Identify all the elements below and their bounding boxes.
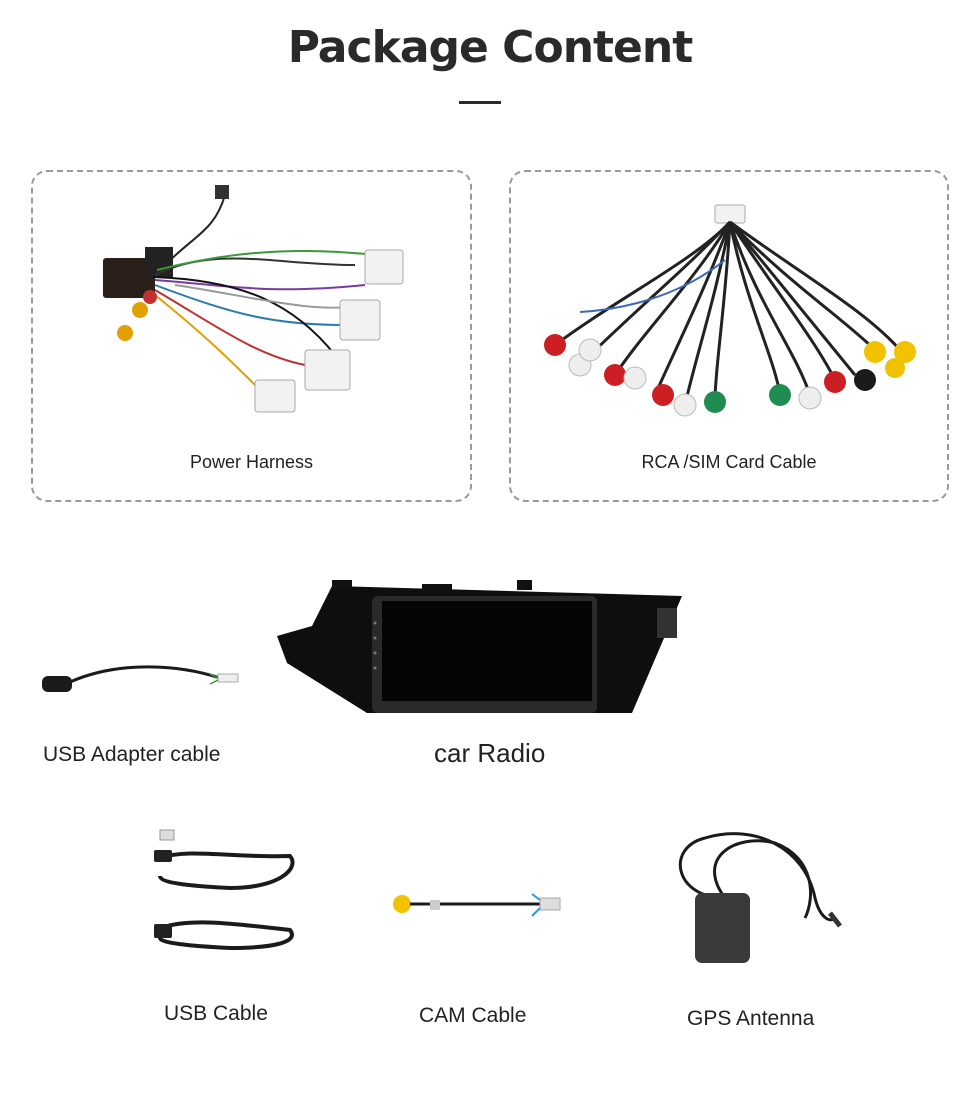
usb-cable-label: USB Cable — [164, 1002, 268, 1025]
usb-adapter-label: USB Adapter cable — [43, 743, 221, 766]
power-harness-image — [103, 185, 404, 413]
cam-cable-image — [393, 893, 561, 917]
car-radio-image — [277, 580, 682, 713]
title-underline — [459, 101, 501, 104]
car-radio-label: car Radio — [434, 738, 546, 768]
power-harness-label: Power Harness — [189, 452, 314, 472]
gps-antenna-label: GPS Antenna — [687, 1007, 815, 1030]
rca-sim-cable-image — [544, 204, 916, 417]
rca-sim-label: RCA /SIM Card Cable — [641, 452, 817, 472]
rca-sim-panel — [509, 170, 949, 502]
usb-cable-image — [154, 829, 295, 951]
gps-antenna-image — [678, 832, 842, 963]
cam-cable-label: CAM Cable — [419, 1004, 527, 1027]
usb-adapter-cable-image — [42, 665, 239, 692]
power-harness-panel — [31, 170, 472, 502]
page-title: Package Content — [287, 22, 694, 73]
